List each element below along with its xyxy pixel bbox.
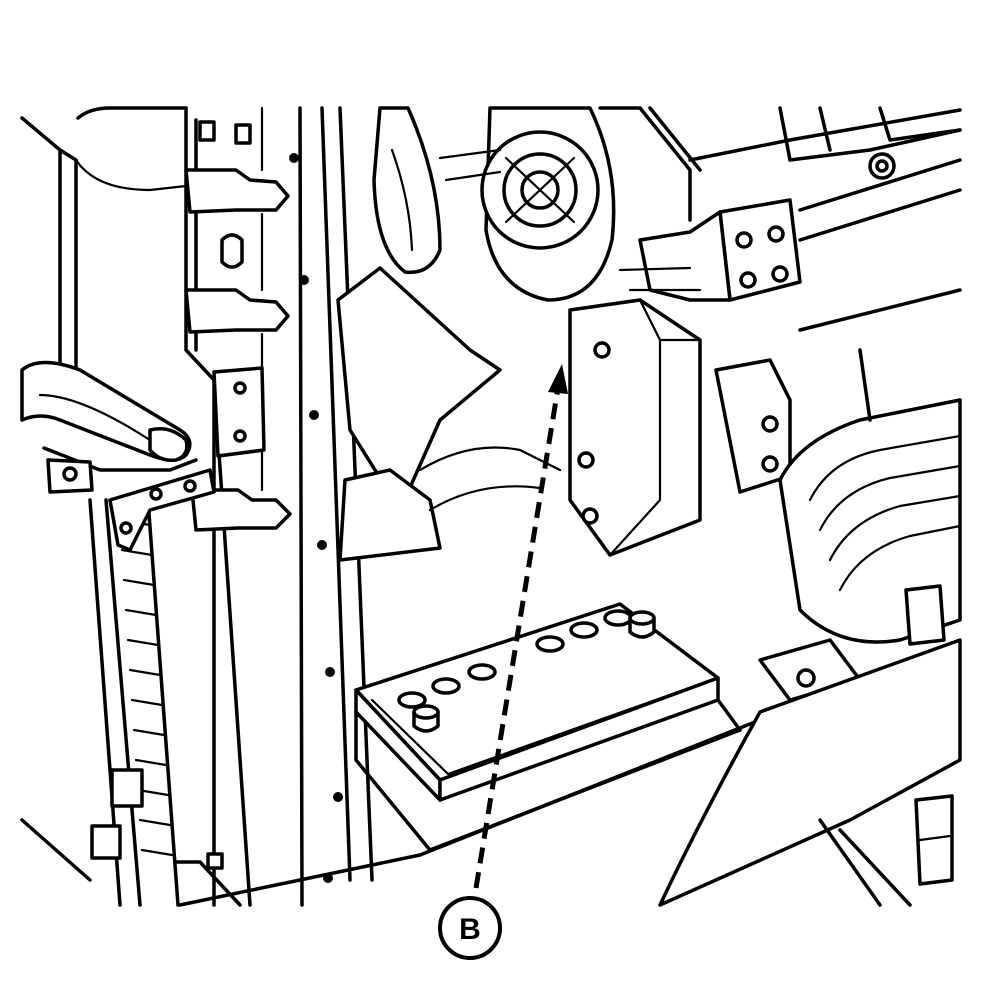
radiator-core — [20, 468, 216, 907]
right-side-cover — [758, 288, 962, 702]
callout-b-arrowhead — [548, 364, 568, 394]
battery — [354, 602, 742, 852]
callout-b-leader-line — [473, 387, 561, 889]
callout-b-label: B — [459, 913, 481, 946]
engine-upper-frame — [598, 106, 962, 242]
radiator-support-panel — [20, 106, 292, 907]
mount-block — [568, 298, 792, 557]
accessory-pulley — [438, 106, 616, 302]
idler-pulley — [372, 106, 442, 275]
air-intake-duct — [336, 266, 562, 562]
engine-mount-bracket — [618, 198, 802, 302]
lower-frame — [174, 638, 962, 907]
callout-b-circle — [438, 896, 502, 960]
radiator-hose — [20, 360, 198, 494]
callout-b: B — [438, 364, 568, 960]
